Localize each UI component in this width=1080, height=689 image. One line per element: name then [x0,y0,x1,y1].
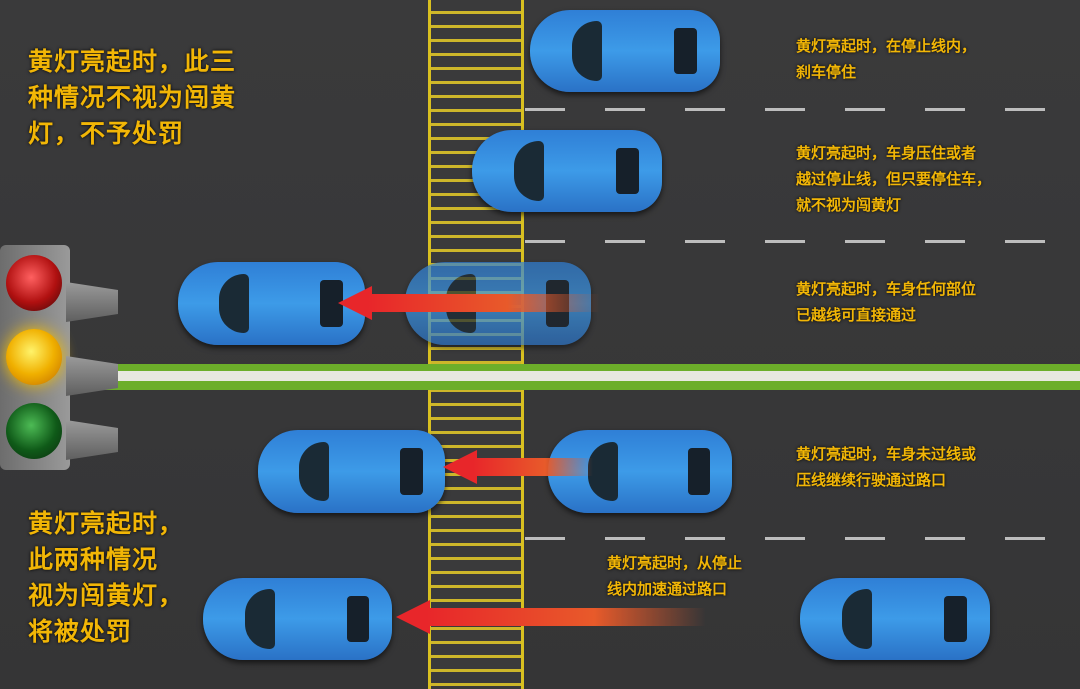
lane-divider [525,240,1055,243]
car-accelerated-through [203,578,392,660]
note-line: 黄灯亮起时，此三 [28,47,237,76]
lane-divider [525,108,1055,111]
note-line: 将被处罚 [28,617,133,646]
median-line [0,364,1080,390]
note-line: 黄灯亮起时，车身任何部位 [796,280,977,298]
arrow-left-icon [443,450,593,484]
car-ghost-before-line [548,430,732,513]
note-line: 黄灯亮起时，车身压住或者 [796,144,977,162]
car-stopped-before-line [530,10,720,92]
car-ran-yellow [258,430,445,513]
note-case-1: 黄灯亮起时，在停止线内， 刹车停住 [796,33,976,85]
traffic-light [0,245,70,470]
note-line: 越过停止线，但只要停住车， [796,170,992,188]
note-case-4: 黄灯亮起时，车身未过线或 压线继续行驶通过路口 [796,441,976,493]
note-line: 黄灯亮起时， [28,509,185,538]
note-not-violation: 黄灯亮起时，此三 种情况不视为闯黄 灯，不予处罚 [28,44,236,152]
note-line: 视为闯黄灯， [28,581,185,610]
note-line: 压线继续行驶通过路口 [796,471,947,489]
note-line: 种情况不视为闯黄 [28,83,237,112]
note-line: 线内加速通过路口 [607,580,728,598]
note-line: 此两种情况 [28,545,159,574]
note-case-2: 黄灯亮起时，车身压住或者 越过停止线，但只要停住车， 就不视为闯黄灯 [796,140,991,218]
note-line: 黄灯亮起时，车身未过线或 [796,445,977,463]
green-lamp-icon [6,403,62,459]
arrow-left-icon [338,286,600,320]
note-line: 就不视为闯黄灯 [796,196,902,214]
note-line: 已越线可直接通过 [796,306,917,324]
note-line: 黄灯亮起时，在停止线内， [796,37,977,55]
note-violation: 黄灯亮起时， 此两种情况 视为闯黄灯， 将被处罚 [28,506,184,650]
arrow-left-icon [396,600,706,634]
note-line: 灯，不予处罚 [28,119,185,148]
red-lamp-icon [6,255,62,311]
note-line: 刹车停住 [796,63,857,81]
yellow-lamp-icon [6,329,62,385]
note-case-5: 黄灯亮起时，从停止 线内加速通过路口 [607,550,742,602]
note-line: 黄灯亮起时，从停止 [607,554,743,572]
note-case-3: 黄灯亮起时，车身任何部位 已越线可直接通过 [796,276,976,328]
car-stopped-on-line [472,130,662,212]
car-passed-through [178,262,365,345]
car-accelerating-start [800,578,990,660]
lane-divider [525,537,1055,540]
